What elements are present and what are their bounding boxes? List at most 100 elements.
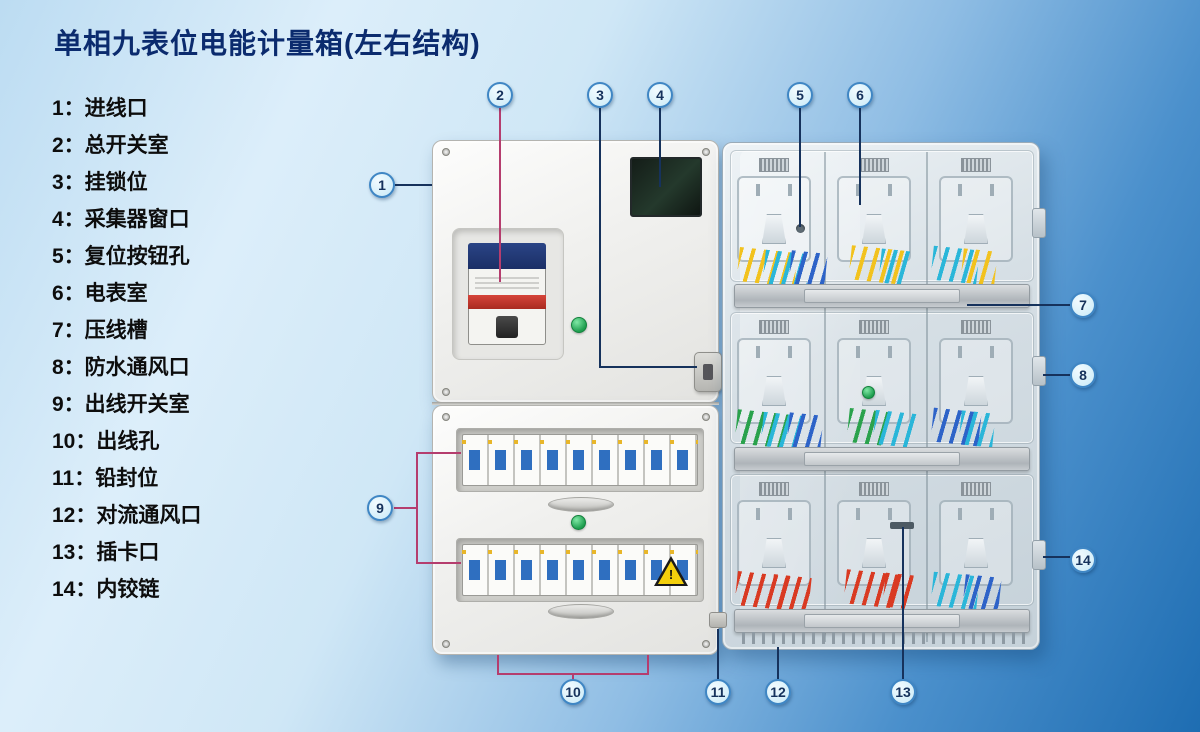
lead-seal-tab	[709, 612, 727, 628]
terminal-slot	[788, 184, 792, 196]
leader-line-13	[902, 527, 904, 679]
bay-divider	[824, 152, 826, 642]
reset-button-hole	[796, 224, 805, 233]
breaker-toggles	[462, 560, 698, 580]
callout-11: 11	[705, 679, 731, 705]
waterproof-vent	[1032, 356, 1046, 386]
green-button	[571, 515, 586, 530]
terminal-slot	[958, 346, 962, 358]
terminal-slot	[788, 346, 792, 358]
padlock-slot	[703, 364, 713, 380]
wire-bundle	[788, 250, 828, 288]
mounting-rail	[859, 482, 889, 496]
callout-14: 14	[1070, 547, 1096, 573]
callout-number: 5	[796, 87, 804, 103]
breaker-marks	[462, 550, 698, 554]
terminal-slot	[888, 508, 892, 520]
leader-line-10	[497, 655, 499, 673]
leader-line-9	[416, 562, 461, 564]
callout-number: 9	[376, 500, 384, 516]
callout-number: 13	[895, 684, 911, 700]
leader-line-2	[499, 107, 501, 282]
leader-line-3	[599, 366, 697, 368]
callout-1: 1	[369, 172, 395, 198]
screw-icon	[442, 148, 450, 156]
green-button	[862, 386, 875, 399]
door-seam	[432, 402, 719, 405]
legend-item-9: 9：出线开关室	[52, 393, 190, 416]
callout-number: 1	[378, 177, 386, 193]
legend-item-13: 13：插卡口	[52, 541, 160, 564]
callout-5: 5	[787, 82, 813, 108]
screw-icon	[702, 640, 710, 648]
page-title: 单相九表位电能计量箱(左右结构)	[54, 28, 481, 59]
leader-line-10	[647, 655, 649, 673]
screw-icon	[442, 413, 450, 421]
wire-bundle	[786, 412, 824, 450]
terminal-slot	[756, 346, 760, 358]
callout-10: 10	[560, 679, 586, 705]
legend-item-2: 2：总开关室	[52, 134, 169, 157]
wire-bundle	[882, 572, 914, 610]
wire-trough-cover	[804, 289, 960, 303]
screw-icon	[702, 413, 710, 421]
callout-8: 8	[1070, 362, 1096, 388]
mounting-rail	[759, 320, 789, 334]
breaker-marks	[462, 440, 698, 444]
callout-number: 12	[770, 684, 786, 700]
callout-number: 7	[1079, 297, 1087, 313]
wire-bundle	[958, 410, 996, 448]
legend-item-11: 11：铅封位	[52, 467, 159, 490]
terminal-slot	[756, 508, 760, 520]
card-slot	[890, 522, 914, 529]
terminal-slot	[888, 346, 892, 358]
callout-number: 4	[656, 87, 664, 103]
terminal-slot	[888, 184, 892, 196]
screw-icon	[442, 388, 450, 396]
leader-line-4	[659, 107, 661, 187]
green-button	[571, 317, 587, 333]
mounting-rail	[759, 158, 789, 172]
callout-number: 8	[1079, 367, 1087, 383]
terminal-slot	[756, 184, 760, 196]
inner-hinge	[1032, 540, 1046, 570]
screw-icon	[702, 148, 710, 156]
leader-line-10	[572, 673, 574, 680]
mounting-rail	[859, 320, 889, 334]
legend-item-4: 4：采集器窗口	[52, 208, 190, 231]
callout-13: 13	[890, 679, 916, 705]
main-breaker-toggle	[496, 316, 518, 338]
legend-item-12: 12：对流通风口	[52, 504, 202, 527]
legend-item-7: 7：压线槽	[52, 319, 148, 342]
terminal-slot	[958, 184, 962, 196]
leader-line-9	[416, 452, 418, 564]
leader-line-8	[1043, 374, 1070, 376]
callout-number: 14	[1075, 552, 1091, 568]
convection-vent	[742, 632, 1028, 644]
legend-item-6: 6：电表室	[52, 282, 148, 305]
leader-line-12	[777, 647, 779, 679]
leader-line-7	[967, 304, 1070, 306]
legend-item-10: 10：出线孔	[52, 430, 160, 453]
terminal-slot	[856, 508, 860, 520]
terminal-slot	[788, 508, 792, 520]
legend-item-14: 14：内铰链	[52, 578, 160, 601]
callout-number: 11	[710, 684, 726, 700]
legend-item-3: 3：挂锁位	[52, 171, 148, 194]
callout-7: 7	[1070, 292, 1096, 318]
leader-line-5	[799, 107, 801, 227]
leader-line-14	[1043, 556, 1070, 558]
collector-window	[630, 157, 702, 217]
legend-item-8: 8：防水通风口	[52, 356, 190, 379]
main-breaker-label	[475, 274, 539, 289]
leader-line-9	[394, 507, 418, 509]
mounting-rail	[961, 158, 991, 172]
wire-trough-cover	[804, 452, 960, 466]
mounting-rail	[759, 482, 789, 496]
legend-list: 1：进线口 2：总开关室 3：挂锁位 4：采集器窗口 5：复位按钮孔 6：电表室…	[52, 90, 201, 608]
door-handle	[548, 604, 614, 619]
leader-line-1	[395, 184, 432, 186]
callout-number: 2	[496, 87, 504, 103]
leader-line-3	[599, 107, 601, 368]
callout-number: 3	[596, 87, 604, 103]
